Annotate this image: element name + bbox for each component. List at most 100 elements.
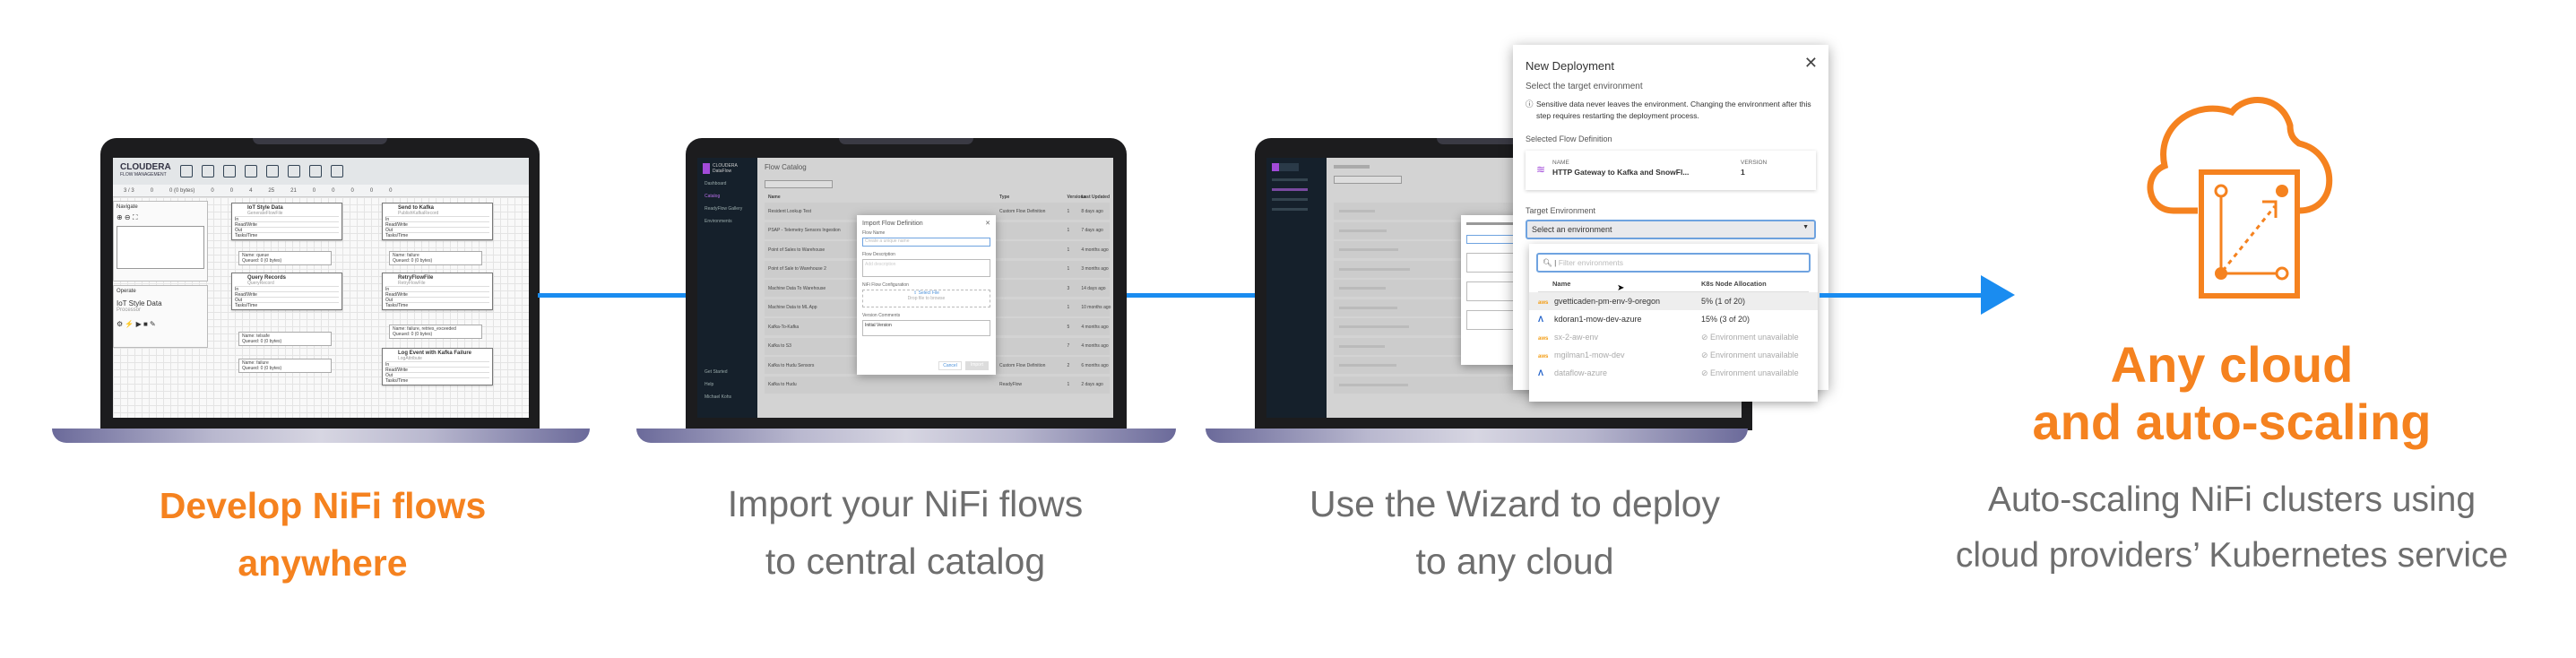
import-button[interactable]: Import: [964, 361, 989, 370]
sidebar-bottom-item[interactable]: Help: [705, 382, 714, 387]
info-icon: ⓘ: [1526, 100, 1534, 108]
comments-input[interactable]: Initial Version: [862, 320, 990, 336]
stat-row: Tasks/Time: [385, 302, 489, 308]
flow-type: ReadyFlow: [999, 382, 1023, 387]
stat-row: In: [385, 361, 489, 368]
upload-icon: ⇪ Select File: [913, 290, 939, 296]
processor-name: RetryFlowFile: [398, 275, 434, 281]
cancel-button[interactable]: Cancel: [938, 361, 962, 370]
filter-placeholder: Filter environments: [1558, 258, 1624, 267]
funnel-tool-icon[interactable]: [287, 165, 300, 177]
flow-name-input[interactable]: Create a unique name: [862, 238, 990, 247]
laptop-base: [52, 429, 590, 443]
flow-name: Resident Lookup Test: [768, 208, 811, 214]
dataflow-logo: [1272, 163, 1299, 171]
select-value: Select an environment: [1532, 225, 1612, 234]
camera-notch: [839, 138, 973, 144]
unavailable-icon: ⊘: [1701, 350, 1711, 359]
flow-versions: 1: [1067, 228, 1070, 233]
selected-component-name: IoT Style Data: [117, 299, 162, 307]
output-port-tool-icon[interactable]: [222, 165, 236, 177]
search-input[interactable]: [765, 180, 833, 188]
cloud-autoscaling-icon: [2147, 97, 2333, 299]
stat-value: 0: [211, 187, 214, 194]
stat-row: Out: [235, 227, 339, 233]
navigate-label: Navigate: [117, 204, 138, 210]
flow-icon: ≋: [1536, 163, 1546, 176]
stat-value: 0: [150, 187, 154, 194]
sidebar-item[interactable]: Environments: [705, 219, 732, 224]
step4-subtitle: Auto-scaling NiFi clusters using cloud p…: [1918, 472, 2546, 584]
flow-name: Kafka-To-Kafka: [768, 324, 800, 330]
caption-line: Develop NiFi flows: [159, 485, 487, 526]
sidebar-bottom-item[interactable]: Get Started: [705, 369, 728, 375]
input-port-tool-icon[interactable]: [201, 165, 214, 177]
environment-allocation: ⊘ Environment unavailable: [1701, 332, 1799, 342]
sidebar-bottom-item[interactable]: Michael Kohs: [705, 394, 732, 400]
sidebar-item[interactable]: ReadyFlow Gallery: [705, 206, 743, 212]
close-icon[interactable]: ✕: [1803, 54, 1818, 72]
flow-updated: 2 days ago: [1081, 382, 1103, 387]
connection-name: Name: failure: [393, 253, 419, 258]
flow-arrowhead-3: [1981, 275, 2015, 315]
minimap[interactable]: [117, 226, 204, 269]
table-row[interactable]: Kafka to Hudu ReadyFlow 1 2 days ago: [765, 376, 1110, 394]
heading-line: and auto-scaling: [2032, 394, 2432, 450]
modal-title: Import Flow Definition: [862, 221, 923, 227]
flow-version: 1: [1741, 168, 1745, 177]
process-group-tool-icon[interactable]: [244, 165, 257, 177]
aws-icon: aws: [1538, 354, 1549, 359]
stat-row: Out: [385, 372, 489, 378]
stat-row: Tasks/Time: [385, 377, 489, 384]
notice-text: Sensitive data never leaves the environm…: [1536, 100, 1811, 120]
zoom-controls[interactable]: ⊕ ⊖ ⛶: [117, 213, 138, 221]
environment-allocation: 5% (1 of 20): [1701, 297, 1746, 306]
flow-arrow-3: [1820, 293, 1990, 298]
processor-tool-icon[interactable]: [179, 165, 193, 177]
caption-line: Import your NiFi flows: [727, 483, 1084, 524]
flow-name: HTTP Gateway to Kafka and SnowFl...: [1552, 168, 1690, 177]
processor-name: Log Event with Kafka Failure: [398, 351, 472, 356]
flow-arrow-1: [538, 293, 717, 298]
sidebar-item[interactable]: Catalog: [705, 194, 721, 199]
description-input[interactable]: Add description: [862, 259, 990, 277]
remote-group-tool-icon[interactable]: [265, 165, 279, 177]
stat-row: In: [385, 216, 489, 222]
logo-text: CLOUDERA: [120, 162, 171, 172]
label-tool-icon[interactable]: [330, 165, 343, 177]
processor-type: PublishKafkaRecord: [398, 211, 439, 216]
stat-value: 3 / 3: [124, 187, 134, 194]
environment-select[interactable]: Select an environment ▼: [1526, 220, 1816, 239]
sidebar: [1266, 158, 1327, 418]
sidebar-item[interactable]: Dashboard: [705, 181, 727, 186]
table-row[interactable]: Resident Lookup Test Custom Flow Definit…: [765, 203, 1110, 220]
stat-row: In: [385, 286, 489, 292]
processor-type: GenerateFlowFile: [247, 211, 283, 216]
operate-buttons[interactable]: ⚙ ⚡ ▶ ■ ✎: [117, 320, 156, 328]
filter-input[interactable]: 🔍︎ | Filter environments: [1536, 253, 1811, 273]
flow-canvas[interactable]: Navigate ⊕ ⊖ ⛶ Operate IoT Style Data Pr…: [113, 197, 529, 418]
close-icon[interactable]: ✕: [985, 221, 990, 227]
template-tool-icon[interactable]: [308, 165, 322, 177]
dialog-subtitle: Select the target environment: [1526, 82, 1643, 91]
aws-icon: aws: [1538, 300, 1549, 306]
